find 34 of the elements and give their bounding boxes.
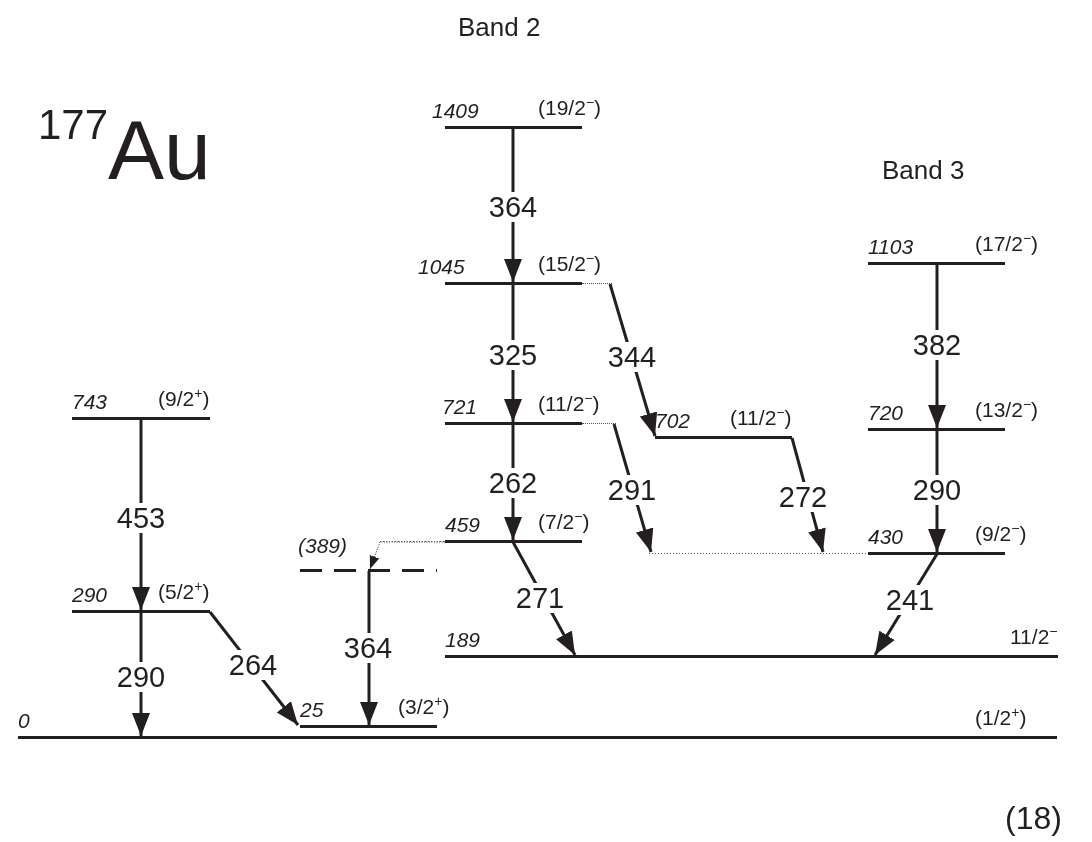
spin-parity: (11/2$^{−}$) <box>538 391 600 417</box>
level-energy: 1103 <box>868 235 914 259</box>
spin-parity: (9/2$^{+}$) <box>158 386 210 412</box>
edge-label: 364 <box>341 633 395 663</box>
band-label: Band 3 <box>882 155 965 185</box>
nucleus-title: $^{177}$Au <box>38 100 211 199</box>
edge-label: 364 <box>486 192 540 222</box>
level-energy: 1045 <box>418 255 465 279</box>
band-label: Band 2 <box>458 12 541 42</box>
spin-parity: (1/2$^{+}$) <box>975 705 1027 731</box>
level-energy: 459 <box>445 513 481 537</box>
spin-parity: (13/2$^{−}$) <box>975 397 1039 423</box>
spin-parity: (9/2$^{−}$) <box>975 521 1027 547</box>
level-energy: 25 <box>300 698 324 722</box>
spin-parity: (3/2$^{+}$) <box>398 694 450 720</box>
edge-label: 344 <box>605 342 659 372</box>
level-energy: 702 <box>655 409 691 433</box>
spin-parity: (7/2$^{−}$) <box>538 509 590 535</box>
level-energy: 290 <box>72 583 108 607</box>
level-energy: 743 <box>72 390 108 414</box>
level-energy: 721 <box>442 395 478 419</box>
level-energy: 720 <box>868 401 904 425</box>
level-energy: 0 <box>18 709 30 733</box>
spin-parity: (5/2$^{+}$) <box>158 579 210 605</box>
transition-arrow <box>369 541 446 570</box>
spin-parity: (15/2$^{−}$) <box>538 251 602 277</box>
level-energy: 1409 <box>432 99 479 123</box>
spin-parity: (19/2$^{−}$) <box>538 95 602 121</box>
level-energy: 430 <box>868 525 904 549</box>
level-energy: (389) <box>298 534 348 558</box>
spin-parity: (11/2$^{−}$) <box>730 405 792 431</box>
spin-parity: (17/2$^{−}$) <box>975 231 1039 257</box>
level-energy: 189 <box>445 628 481 652</box>
spin-parity: 11/2$^{−}$ <box>1010 624 1058 650</box>
